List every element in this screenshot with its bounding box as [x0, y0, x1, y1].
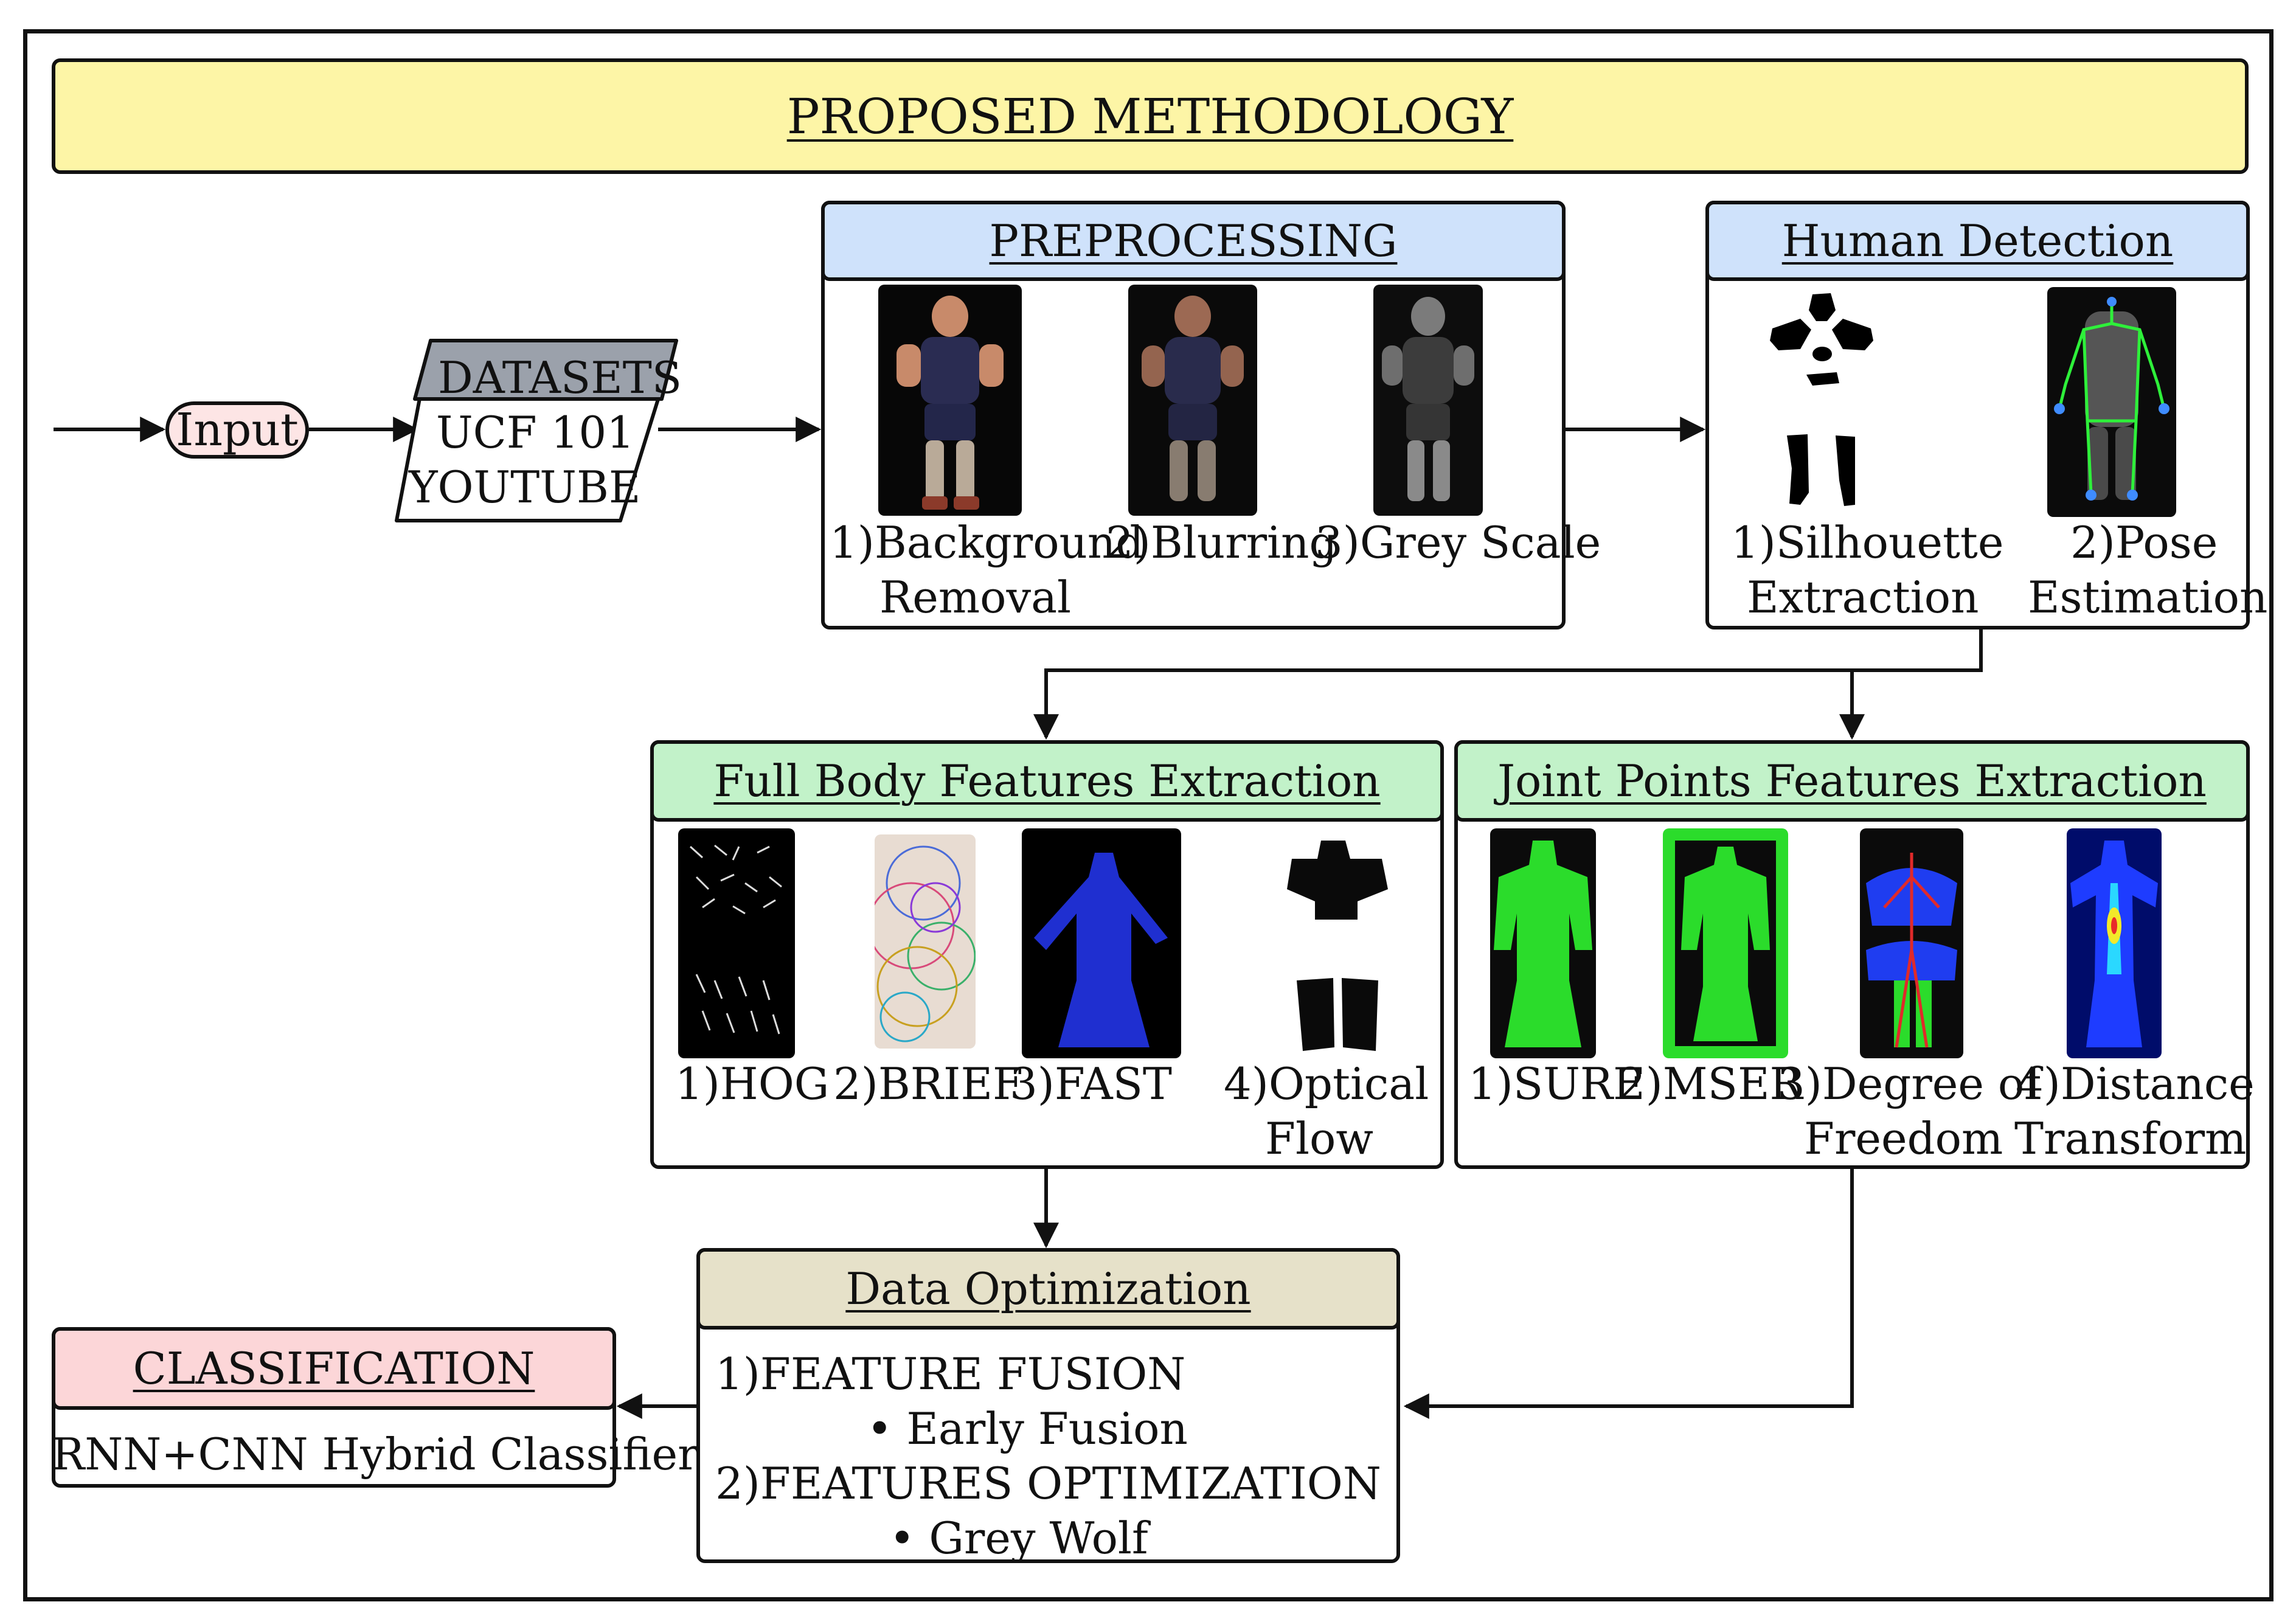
full-body-item-4-line1: 4)Optical — [1224, 1058, 1429, 1109]
data-optimization-header: Data Optimization — [696, 1248, 1400, 1330]
datasets-line2: YOUTUBE — [409, 462, 641, 513]
preprocessing-title: PREPROCESSING — [989, 215, 1398, 266]
surf-image — [1490, 828, 1596, 1058]
grey-scale-image — [1373, 285, 1483, 516]
human-detection-header: Human Detection — [1705, 201, 2250, 281]
joint-points-item-1-line1: 1)SURF — [1468, 1058, 1644, 1109]
brief-image — [875, 834, 976, 1049]
joint-points-item-2-line1: 2)MSER — [1618, 1058, 1803, 1109]
classifier-label: RNN+CNN Hybrid Classifier — [52, 1429, 699, 1480]
preprocessing-header: PREPROCESSING — [821, 201, 1566, 281]
full-body-item-2-line1: 2)BRIEF — [833, 1058, 1023, 1109]
input-label: Input — [176, 404, 299, 456]
hog-image — [678, 828, 795, 1058]
preprocessing-item-1-line1: 1)Background — [830, 517, 1144, 568]
distance-transform-image — [2067, 828, 2162, 1058]
feature-fusion-label: 1)FEATURE FUSION — [715, 1348, 1186, 1399]
joint-points-item-4-line2: Transform — [2014, 1113, 2247, 1164]
joint-points-features-title: Joint Points Features Extraction — [1497, 755, 2207, 806]
fast-image — [1022, 828, 1181, 1058]
preprocessing-item-1-line2: Removal — [879, 572, 1072, 623]
arrow-human-detection-to-full-body — [1033, 629, 1983, 740]
human-detection-item-1-line1: 1)Silhouette — [1731, 517, 2004, 568]
preprocessing-item-3-line1: 3)Grey Scale — [1315, 517, 1601, 568]
full-body-item-1-line1: 1)HOG — [675, 1058, 830, 1109]
grey-wolf-bullet: • Grey Wolf — [889, 1513, 1148, 1564]
blurring-image — [1128, 285, 1257, 516]
features-optimization-label: 2)FEATURES OPTIMIZATION — [715, 1458, 1381, 1509]
classification-title: CLASSIFICATION — [133, 1343, 535, 1394]
human-detection-item-2-line2: Estimation — [2028, 572, 2268, 623]
joint-points-item-4-line1: 4)Distance — [2016, 1058, 2255, 1109]
data-optimization-title: Data Optimization — [845, 1263, 1251, 1314]
title-banner: PROPOSED METHODOLOGY — [52, 58, 2249, 174]
degree-of-freedom-image — [1860, 828, 1963, 1058]
datasets-line1: UCF 101 — [435, 407, 635, 458]
joint-points-item-3-line2: Freedom — [1804, 1113, 2003, 1164]
human-detection-item-2-line1: 2)Pose — [2070, 517, 2218, 568]
arrow-joint-points-to-data-optimization — [1403, 1169, 1854, 1419]
full-body-item-4-line2: Flow — [1265, 1113, 1373, 1164]
background-removal-image — [878, 285, 1022, 516]
classification-header: CLASSIFICATION — [52, 1327, 616, 1410]
silhouette-image — [1764, 286, 1879, 517]
input-node: Input — [165, 401, 309, 459]
joint-points-item-3-line1: 3)Degree of — [1777, 1058, 2041, 1109]
datasets-title: DATASETS — [438, 352, 682, 403]
early-fusion-bullet: • Early Fusion — [867, 1403, 1188, 1454]
datasets-node — [395, 339, 678, 522]
outer-frame — [23, 29, 2273, 1601]
optical-flow-image — [1278, 834, 1395, 1064]
full-body-features-title: Full Body Features Extraction — [713, 755, 1381, 806]
joint-points-features-header: Joint Points Features Extraction — [1454, 740, 2250, 822]
human-detection-title: Human Detection — [1781, 215, 2174, 266]
full-body-item-3-line1: 3)FAST — [1010, 1058, 1172, 1109]
full-body-features-header: Full Body Features Extraction — [650, 740, 1444, 822]
diagram-title: PROPOSED METHODOLOGY — [786, 88, 1514, 145]
pose-estimation-image — [2047, 287, 2176, 517]
mser-image — [1663, 828, 1788, 1058]
human-detection-item-1-line2: Extraction — [1747, 572, 1979, 623]
preprocessing-item-2-line1: 2)Blurring — [1106, 517, 1337, 568]
